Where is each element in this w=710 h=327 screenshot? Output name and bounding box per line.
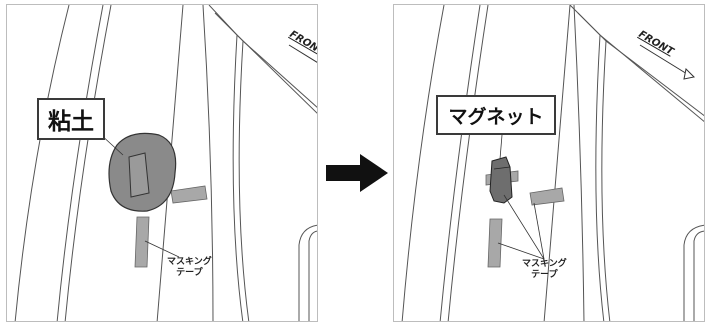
masking-tape-label: マスキング テープ bbox=[522, 259, 567, 281]
tape-label-line-2: テープ bbox=[176, 268, 203, 278]
tape-label-line-1: マスキング bbox=[167, 257, 212, 267]
right-panel: マグネット マスキング テープ FRONT bbox=[393, 4, 705, 322]
left-panel: 粘土 マスキング テープ FRONT bbox=[6, 4, 318, 322]
right-door-drawing bbox=[401, 5, 704, 321]
tape-label-line-1: マスキング bbox=[522, 259, 567, 269]
masking-tape-lower-left bbox=[134, 216, 150, 268]
masking-tape-label: マスキング テープ bbox=[167, 257, 212, 279]
masking-tape-upper-right bbox=[529, 187, 565, 206]
magnet-callout: マグネット bbox=[436, 95, 556, 135]
masking-tape-upper-left bbox=[170, 185, 208, 204]
magnet bbox=[489, 156, 513, 204]
right-arrow-icon bbox=[326, 154, 388, 192]
left-door-drawing bbox=[14, 5, 317, 321]
masking-tape-lower-right bbox=[487, 218, 503, 268]
clay-callout: 粘土 bbox=[37, 98, 105, 140]
clay-blob bbox=[108, 132, 177, 212]
tape-label-line-2: テープ bbox=[531, 270, 558, 280]
